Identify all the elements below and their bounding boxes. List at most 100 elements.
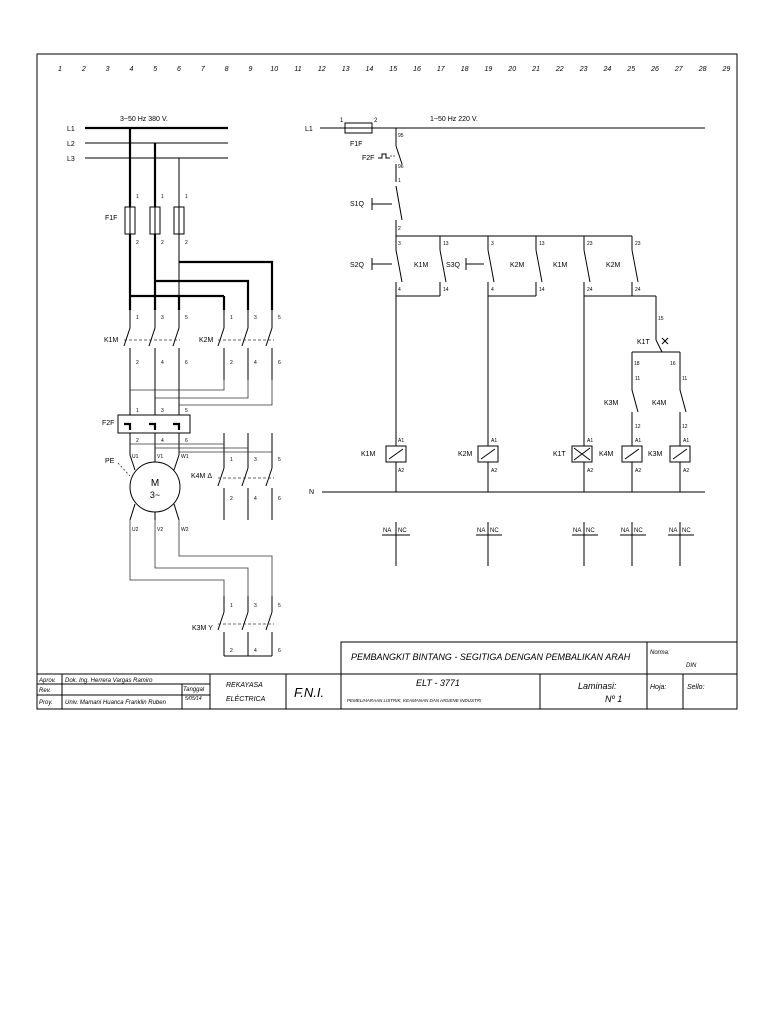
relay-label: F2F (102, 420, 114, 427)
svg-text:W2: W2 (181, 527, 189, 533)
line-label-l2: L2 (67, 141, 75, 148)
svg-text:2: 2 (374, 118, 378, 124)
svg-text:NC: NC (634, 528, 643, 534)
neutral-label: N (309, 489, 314, 496)
svg-text:1: 1 (340, 118, 344, 124)
svg-text:NC: NC (490, 528, 499, 534)
svg-text:95: 95 (398, 133, 404, 139)
column-number: 15 (389, 66, 397, 73)
column-number: 20 (507, 66, 516, 73)
column-number: 24 (603, 66, 612, 73)
svg-text:V2: V2 (157, 527, 163, 533)
svg-text:2: 2 (230, 360, 233, 366)
column-number: 13 (342, 66, 350, 73)
column-number: 16 (413, 66, 421, 73)
svg-text:2: 2 (185, 240, 188, 246)
k4m-power-label: K4M Δ (191, 473, 212, 480)
svg-text:5: 5 (185, 408, 188, 414)
k1m-power-label: K1M (104, 337, 119, 344)
svg-text:A1: A1 (635, 438, 641, 444)
svg-text:13: 13 (539, 241, 545, 247)
svg-text:6: 6 (278, 648, 281, 654)
svg-text:A2: A2 (491, 468, 497, 474)
svg-text:15: 15 (658, 316, 664, 322)
column-number: 23 (579, 66, 588, 73)
svg-text:1: 1 (136, 408, 139, 414)
svg-text:11: 11 (635, 376, 640, 382)
svg-text:Proy.: Proy. (39, 700, 53, 706)
svg-text:NC: NC (586, 528, 595, 534)
svg-text:NC: NC (398, 528, 407, 534)
k3m-interlock-label: K3M (604, 400, 619, 407)
approver-name: Dok. Ing. Herrera Vargas Ramiro (65, 678, 153, 684)
column-number: 29 (722, 66, 731, 73)
drawing-frame (36, 53, 738, 710)
k4m-interlock-label: K4M (652, 400, 667, 407)
title-block: PEMBANGKIT BINTANG - SEGITIGA DENGAN PEM… (37, 641, 738, 709)
column-number: 12 (318, 66, 326, 73)
power-supply-label: 3~50 Hz 380 V. (120, 116, 168, 123)
svg-text:1: 1 (398, 178, 401, 184)
k3m-power-label: K3M Y (192, 625, 213, 632)
date-value: 5/05/14 (185, 696, 202, 702)
svg-text:4: 4 (491, 287, 494, 293)
svg-text:4: 4 (161, 360, 164, 366)
svg-text:3: 3 (398, 241, 401, 247)
svg-text:23: 23 (635, 241, 641, 247)
svg-text:A1: A1 (587, 438, 593, 444)
svg-text:24: 24 (635, 287, 641, 293)
svg-text:5: 5 (278, 457, 281, 463)
column-number: 11 (294, 66, 301, 73)
svg-text:A1: A1 (683, 438, 689, 444)
sheet-number: Nº 1 (605, 694, 622, 704)
svg-text:K3M: K3M (648, 451, 663, 458)
svg-text:3: 3 (254, 315, 257, 321)
power-circuit: 3~50 Hz 380 V. L1 L2 L3 F1F 1 1 1 2 2 2 (67, 116, 281, 657)
svg-text:4: 4 (254, 496, 257, 502)
svg-text:Aprov.: Aprov. (38, 678, 56, 684)
column-number: 22 (555, 66, 564, 73)
svg-text:96: 96 (398, 164, 404, 170)
svg-text:1: 1 (185, 194, 188, 200)
svg-text:Rev.: Rev. (39, 688, 51, 694)
svg-text:3: 3 (491, 241, 494, 247)
k1t-contact-label: K1T (637, 339, 651, 346)
coil-row: K1M K2M K1T K4M K3M (361, 445, 691, 463)
pe-label: PE (105, 458, 115, 465)
fuse-label: F1F (105, 215, 117, 222)
svg-text:6: 6 (185, 438, 188, 444)
s1q-label: S1Q (350, 201, 365, 208)
svg-text:K4M: K4M (599, 451, 614, 458)
s2q-label: S2Q (350, 262, 365, 269)
motor-phase-label: 3~ (150, 490, 160, 500)
svg-text:3: 3 (254, 603, 257, 609)
svg-text:4: 4 (254, 360, 257, 366)
svg-text:1: 1 (230, 457, 233, 463)
svg-text:A1: A1 (491, 438, 497, 444)
column-number: 14 (366, 66, 374, 73)
s3q-label: S3Q (446, 262, 461, 269)
line-label-l1: L1 (67, 126, 75, 133)
svg-text:4: 4 (398, 287, 401, 293)
column-number: 6 (177, 66, 181, 73)
k1m-aux-label: K1M (414, 262, 429, 269)
column-number: 25 (626, 66, 635, 73)
svg-text:REKAYASA: REKAYASA (226, 682, 263, 689)
svg-text:2: 2 (230, 496, 233, 502)
svg-text:6: 6 (278, 496, 281, 502)
column-number: 3 (106, 66, 110, 73)
svg-text:14: 14 (443, 287, 449, 293)
svg-text:K1M: K1M (361, 451, 376, 458)
svg-text:1: 1 (161, 194, 164, 200)
svg-text:6: 6 (185, 360, 188, 366)
svg-text:Hoja:: Hoja: (650, 684, 666, 691)
svg-text:5: 5 (185, 315, 188, 321)
svg-text:NC: NC (682, 528, 691, 534)
control-fuse-label: F1F (350, 141, 362, 148)
svg-text:A2: A2 (683, 468, 689, 474)
svg-text:Sello:: Sello: (687, 684, 705, 691)
svg-text:3: 3 (161, 315, 164, 321)
svg-text:NA: NA (383, 528, 391, 534)
svg-text:5: 5 (278, 603, 281, 609)
